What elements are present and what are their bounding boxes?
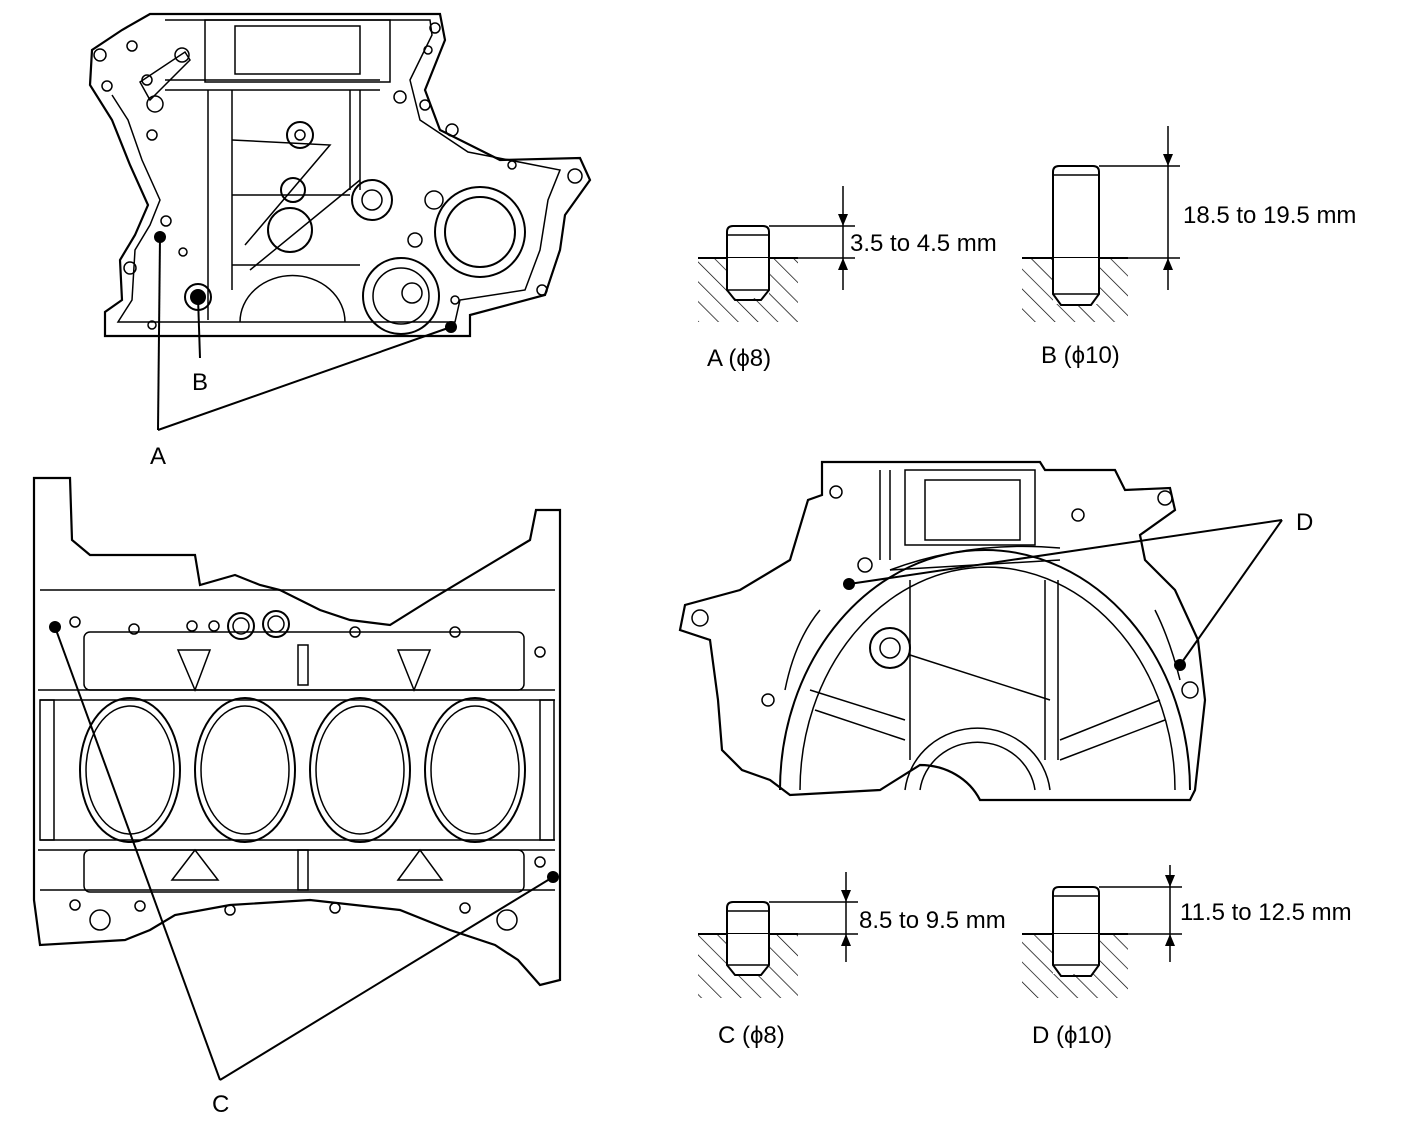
pin-a-caption: A (ϕ8) xyxy=(707,345,771,372)
block-front-view xyxy=(88,12,592,338)
pin-b-caption: B (ϕ10) xyxy=(1041,342,1120,369)
pin-d-caption: D (ϕ10) xyxy=(1032,1022,1112,1049)
label-d: D xyxy=(1296,509,1313,536)
pin-detail-a xyxy=(698,186,855,322)
pin-detail-d xyxy=(1022,865,1182,998)
leader-lines-c xyxy=(54,626,554,1081)
pin-c-caption: C (ϕ8) xyxy=(718,1022,785,1049)
block-side-view xyxy=(32,476,562,987)
label-b: B xyxy=(192,369,208,396)
pin-detail-c xyxy=(698,872,858,998)
label-c: C xyxy=(212,1091,229,1118)
pin-d-dimension: 11.5 to 12.5 mm xyxy=(1180,899,1352,926)
pin-a-dimension: 3.5 to 4.5 mm xyxy=(850,230,997,257)
pin-c-dimension: 8.5 to 9.5 mm xyxy=(859,907,1006,934)
leader-lines-d xyxy=(848,519,1283,666)
pin-detail-b xyxy=(1022,126,1180,322)
leader-lines-a-b xyxy=(157,236,452,431)
label-a: A xyxy=(150,443,166,470)
block-rear-view xyxy=(678,460,1207,802)
pin-b-dimension: 18.5 to 19.5 mm xyxy=(1183,202,1356,229)
